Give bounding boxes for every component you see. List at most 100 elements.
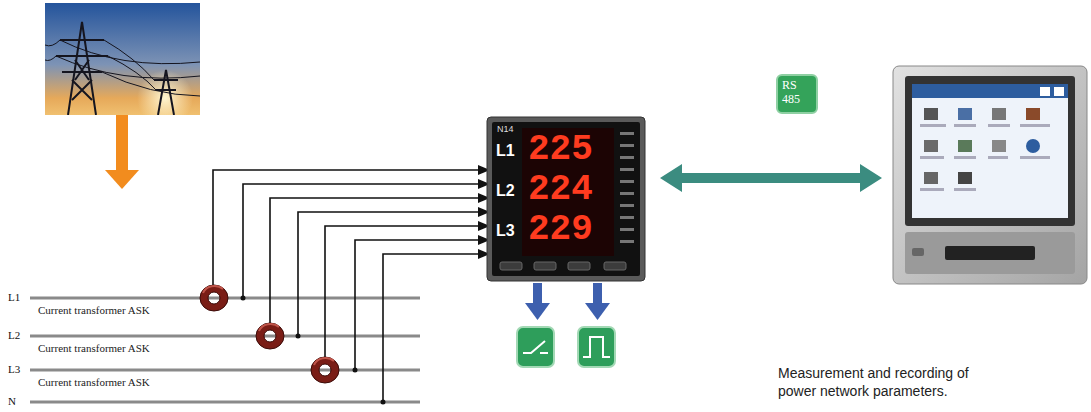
measurement-wires bbox=[243, 184, 480, 298]
phase-conductors bbox=[30, 401, 420, 404]
recorder-device bbox=[1020, 156, 1050, 159]
output-arrows bbox=[533, 283, 542, 305]
recorder-device bbox=[924, 172, 938, 184]
phase-conductors bbox=[30, 335, 420, 338]
meter-reading: 229 bbox=[528, 212, 593, 248]
recorder-device bbox=[954, 124, 976, 127]
power-line-photo bbox=[45, 40, 200, 96]
pulse-output-icon bbox=[578, 327, 615, 367]
recorder-device bbox=[920, 188, 944, 191]
current-transformer bbox=[314, 358, 334, 365]
relay-output-icon bbox=[517, 327, 554, 367]
recorder-device bbox=[905, 232, 1075, 274]
current-transformer bbox=[311, 357, 339, 383]
recorder-device bbox=[1020, 124, 1050, 127]
power-line-photo bbox=[56, 40, 108, 72]
recorder-device bbox=[893, 66, 1087, 284]
meter-housing bbox=[620, 216, 634, 219]
phase-label: L1 bbox=[8, 291, 20, 304]
power-line-photo bbox=[56, 22, 178, 115]
output-arrows bbox=[585, 303, 610, 320]
meter-housing bbox=[492, 122, 640, 276]
rs485-double-arrow bbox=[660, 164, 882, 192]
pulse-output-icon bbox=[583, 337, 610, 357]
recorder-device bbox=[958, 140, 972, 152]
meter-housing bbox=[620, 240, 634, 243]
phase-label: L3 bbox=[8, 363, 20, 376]
pulse-output-icon bbox=[578, 327, 615, 367]
measurement-wires bbox=[383, 254, 480, 402]
meter-housing bbox=[620, 144, 634, 147]
relay-output-icon bbox=[523, 341, 548, 353]
junction-dots bbox=[381, 400, 386, 405]
recorder-device bbox=[992, 140, 1006, 152]
power-line-photo bbox=[108, 56, 156, 90]
recorder-device bbox=[945, 246, 1035, 260]
neutral-label: N bbox=[8, 395, 16, 408]
current-transformer bbox=[200, 285, 228, 311]
recorder-device bbox=[988, 124, 1010, 127]
meter-housing bbox=[620, 156, 634, 159]
recorder-device bbox=[920, 156, 944, 159]
recorder-device bbox=[958, 108, 972, 120]
output-arrows bbox=[525, 303, 550, 320]
meter-reading: 225 bbox=[528, 132, 593, 168]
current-transformer bbox=[256, 323, 284, 349]
recorder-device bbox=[920, 124, 946, 127]
recorder-device bbox=[924, 108, 938, 120]
junction-dots bbox=[241, 296, 246, 301]
junction-dots bbox=[353, 368, 358, 373]
supply-arrow bbox=[116, 115, 128, 172]
meter-housing bbox=[487, 117, 645, 281]
recorder-device bbox=[893, 66, 1087, 284]
recorder-device bbox=[1026, 108, 1040, 120]
meter-housing bbox=[500, 262, 522, 270]
meter-phase-label: L1 bbox=[496, 142, 515, 160]
caption-text: Measurement and recording of power netwo… bbox=[778, 364, 990, 400]
recorder-device bbox=[905, 76, 1075, 226]
bus-label-box: RS 485 bbox=[776, 74, 818, 114]
current-transformer bbox=[203, 286, 223, 293]
meter-housing bbox=[604, 262, 626, 270]
recorder-device bbox=[920, 124, 1050, 191]
recorder-device bbox=[1054, 87, 1064, 96]
measurement-wires bbox=[213, 170, 480, 402]
current-transformer bbox=[259, 324, 279, 331]
phase-conductors bbox=[30, 298, 420, 402]
meter-phase-label: L3 bbox=[496, 222, 515, 240]
meter-housing bbox=[522, 128, 614, 256]
meter-housing bbox=[534, 262, 556, 270]
supply-arrow bbox=[105, 115, 139, 189]
box-text: RS 485 bbox=[782, 79, 812, 107]
meter-housing bbox=[620, 168, 634, 171]
meter-housing bbox=[487, 117, 645, 281]
junction-dots bbox=[241, 296, 386, 405]
relay-output-icon bbox=[517, 327, 554, 367]
measurement-wires bbox=[325, 226, 480, 357]
recorder-device bbox=[924, 140, 938, 152]
power-line-photo bbox=[104, 40, 154, 80]
transformer-label: Current transformer ASK bbox=[38, 342, 150, 355]
power-line-photo bbox=[45, 3, 200, 115]
current-transformer bbox=[200, 285, 339, 383]
transformer-label: Current transformer ASK bbox=[38, 376, 150, 389]
recorder-device bbox=[954, 156, 976, 159]
meter-housing bbox=[620, 192, 634, 195]
power-line-photo bbox=[102, 72, 200, 96]
meter-model: N14 bbox=[497, 124, 514, 134]
recorder-device bbox=[1040, 87, 1050, 96]
power-line-photo bbox=[45, 56, 200, 78]
supply-arrow bbox=[105, 170, 139, 189]
junction-dots bbox=[296, 334, 301, 339]
output-arrows bbox=[525, 283, 610, 320]
recorder-device bbox=[992, 108, 1006, 120]
recorder-device bbox=[912, 248, 924, 256]
phase-conductors bbox=[30, 369, 420, 372]
meter-housing bbox=[568, 262, 590, 270]
meter-phase-label: L2 bbox=[496, 182, 515, 200]
meter-housing bbox=[620, 132, 634, 135]
recorder-device bbox=[912, 84, 1068, 218]
measurement-wires bbox=[213, 170, 480, 285]
meter-reading: 224 bbox=[528, 172, 593, 208]
